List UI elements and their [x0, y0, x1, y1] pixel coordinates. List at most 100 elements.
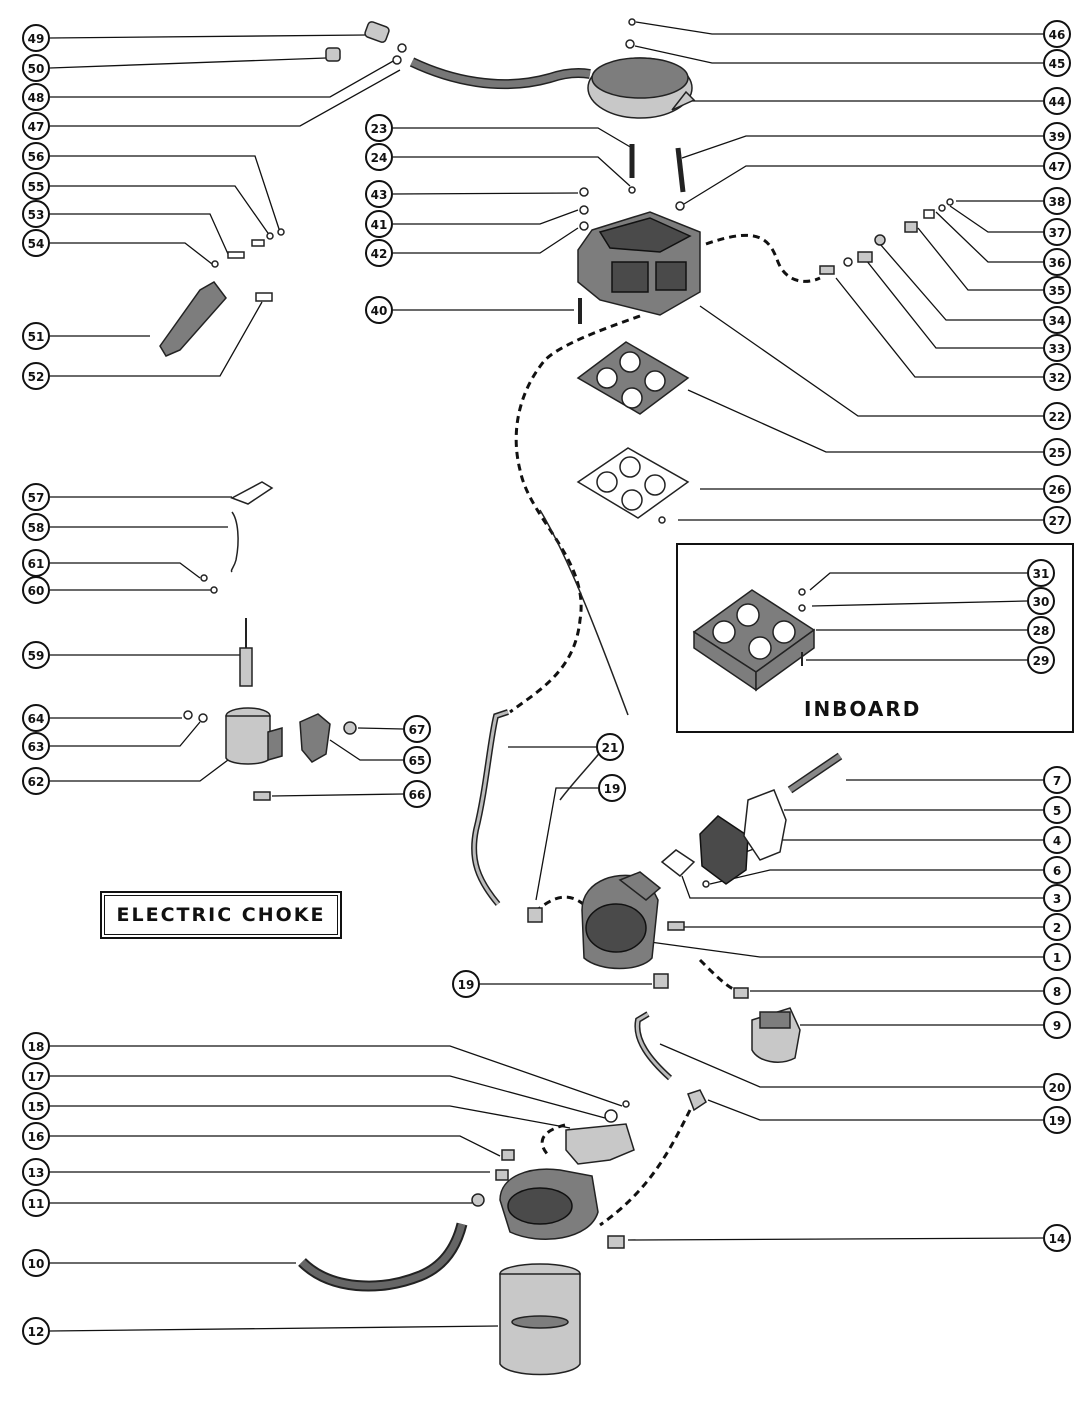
callout-52: 52 — [22, 362, 50, 390]
callout-circle — [1043, 334, 1071, 362]
filter-9 — [751, 1007, 801, 1063]
callout-number: 45 — [1049, 57, 1066, 71]
callout-48: 48 — [22, 83, 50, 111]
callout-28: 28 — [1027, 616, 1055, 644]
callout-circle — [1043, 276, 1071, 304]
callout-number: 21 — [602, 741, 619, 755]
leader-line-1 — [649, 941, 1043, 958]
vent-hose — [409, 57, 591, 90]
leader-line-33 — [865, 259, 1043, 349]
callout-number: 10 — [28, 1257, 45, 1271]
leader-line-39 — [681, 135, 1043, 159]
leader-line-41 — [393, 209, 579, 225]
callout-number: 20 — [1049, 1081, 1066, 1095]
callout-circle — [1043, 1224, 1071, 1252]
callout-circle — [22, 1317, 50, 1345]
leader-line-37 — [949, 205, 1043, 233]
callout-number: 11 — [28, 1197, 45, 1211]
callout-circle — [22, 576, 50, 604]
callout-circle — [22, 54, 50, 82]
callout-number: 56 — [28, 150, 45, 164]
callout-circle — [1043, 218, 1071, 246]
callout-number: 30 — [1033, 595, 1050, 609]
leader-line-47 — [50, 69, 401, 127]
leader-line-65 — [329, 739, 403, 761]
callout-31: 31 — [1027, 559, 1055, 587]
callout-number: 24 — [371, 151, 388, 165]
callout-circle — [1027, 587, 1055, 615]
callout-number: 44 — [1049, 95, 1066, 109]
leader-line-62 — [50, 759, 229, 782]
callout-47: 47 — [22, 112, 50, 140]
callout-62: 62 — [22, 767, 50, 795]
callout-5: 5 — [1043, 796, 1071, 824]
callout-46: 46 — [1043, 20, 1071, 48]
callout-number: 19 — [604, 782, 621, 796]
callout-number: 57 — [28, 491, 45, 505]
callout-circle — [1043, 475, 1071, 503]
callout-37: 37 — [1043, 218, 1071, 246]
callout-39: 39 — [1043, 122, 1071, 150]
leader-line-45 — [634, 45, 1043, 64]
callout-number: 15 — [28, 1100, 45, 1114]
callout-markers: 4950484756555354515257586160596463626765… — [22, 20, 1071, 1345]
callout-circle — [22, 1062, 50, 1090]
callout-number: 6 — [1053, 864, 1061, 878]
callout-number: 40 — [371, 304, 388, 318]
callout-circle — [22, 641, 50, 669]
leader-line-3 — [681, 875, 1043, 899]
callout-circle — [598, 774, 626, 802]
callout-number: 47 — [1049, 160, 1066, 174]
callout-number: 50 — [28, 62, 45, 76]
callout-number: 49 — [28, 32, 45, 46]
callout-number: 36 — [1049, 256, 1066, 270]
leader-line-19 — [535, 787, 598, 901]
callout-number: 38 — [1049, 195, 1066, 209]
callout-circle — [1043, 49, 1071, 77]
callout-25: 25 — [1043, 438, 1071, 466]
callout-number: 9 — [1053, 1019, 1061, 1033]
callout-circle — [22, 1189, 50, 1217]
callout-27: 27 — [1043, 506, 1071, 534]
callout-number: 1 — [1053, 951, 1061, 965]
callout-circle — [1043, 306, 1071, 334]
callout-29: 29 — [1027, 646, 1055, 674]
callout-54: 54 — [22, 229, 50, 257]
leader-line-16 — [50, 1135, 501, 1157]
leader-line-49 — [49, 34, 367, 39]
callout-circle — [22, 1158, 50, 1186]
callout-circle — [1043, 884, 1071, 912]
leader-line-22 — [699, 305, 1043, 417]
leader-line-42 — [393, 227, 579, 254]
callout-circle — [22, 1032, 50, 1060]
callout-45: 45 — [1043, 49, 1071, 77]
callout-number: 3 — [1053, 892, 1061, 906]
callout-number: 12 — [28, 1325, 45, 1339]
leader-line-52 — [50, 301, 263, 377]
leader-lines — [49, 21, 1044, 1332]
leader-line-24 — [393, 156, 631, 187]
callout-circle — [1043, 152, 1071, 180]
callout-number: 47 — [28, 120, 45, 134]
callout-circle — [22, 513, 50, 541]
callout-35: 35 — [1043, 276, 1071, 304]
callout-number: 2 — [1053, 921, 1061, 935]
callout-26: 26 — [1043, 475, 1071, 503]
callout-circle — [1043, 402, 1071, 430]
leader-line-48 — [50, 59, 396, 98]
callout-4: 4 — [1043, 826, 1071, 854]
callout-38: 38 — [1043, 187, 1071, 215]
callout-circle — [22, 229, 50, 257]
callout-49: 49 — [22, 24, 50, 52]
electric-choke-label: ELECTRIC CHOKE — [100, 891, 342, 939]
callout-number: 7 — [1053, 774, 1061, 788]
callout-59: 59 — [22, 641, 50, 669]
callout-17: 17 — [22, 1062, 50, 1090]
callout-circle — [1043, 796, 1071, 824]
callout-number: 41 — [371, 218, 388, 232]
callout-number: 28 — [1033, 624, 1050, 638]
callout-6: 6 — [1043, 856, 1071, 884]
leader-line-32 — [835, 277, 1043, 378]
callout-2: 2 — [1043, 913, 1071, 941]
